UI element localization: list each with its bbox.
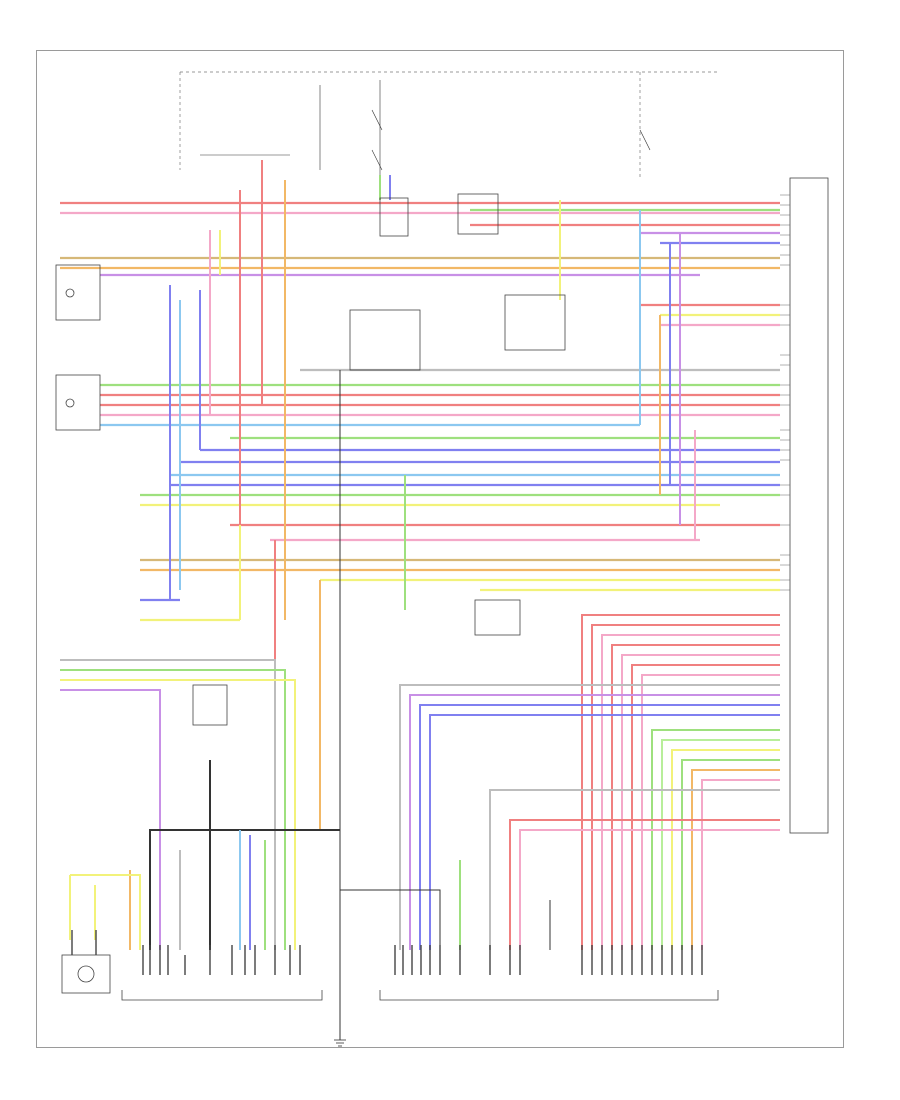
recirc-motor-box	[55, 264, 101, 321]
ecu-pin-stubs	[780, 194, 790, 591]
ground-icon	[334, 1039, 346, 1047]
horizontal-wires	[60, 201, 780, 622]
left-components	[55, 264, 228, 994]
bottom-connectors	[71, 930, 703, 975]
blower-motor-relay	[504, 294, 566, 351]
connector-brackets	[121, 990, 719, 1001]
sensor-box	[192, 684, 228, 726]
lower-left-wires	[60, 659, 551, 950]
diagram-frame	[36, 50, 844, 1048]
recirc-switch	[457, 193, 499, 235]
power-transistor	[349, 309, 421, 371]
control-panel-wires	[399, 614, 780, 950]
upper-components	[349, 109, 651, 636]
pcm-connector-block	[789, 177, 829, 834]
vertical-wires	[169, 160, 696, 1040]
sensor-relay	[474, 599, 521, 636]
clutch-box	[61, 954, 111, 994]
mode-motor-box	[55, 374, 101, 431]
blower-relay	[379, 197, 409, 237]
